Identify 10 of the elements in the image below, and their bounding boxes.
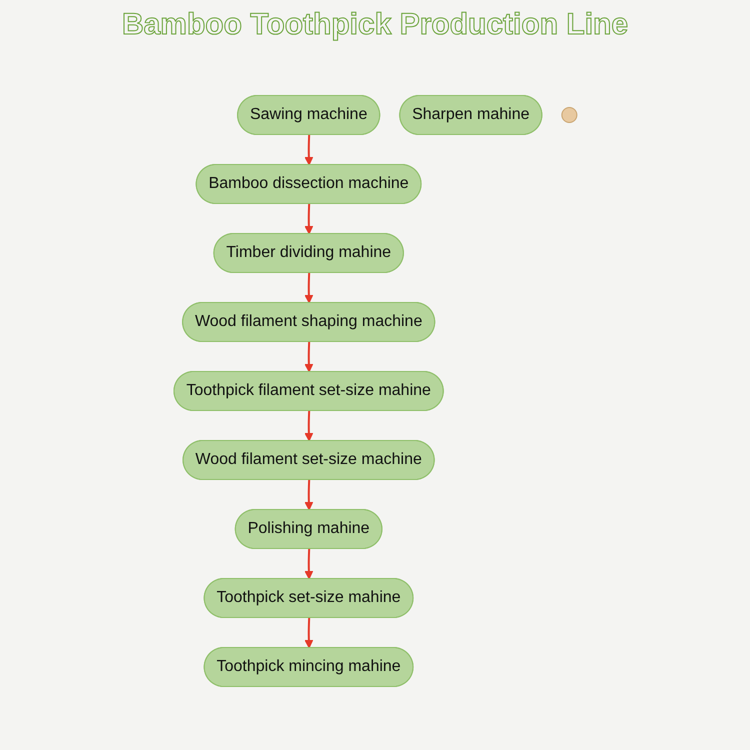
arrow <box>304 480 313 510</box>
arrow <box>304 204 313 234</box>
arrow <box>304 618 313 648</box>
arrow <box>304 134 313 166</box>
arrow <box>304 548 313 580</box>
arrow <box>304 410 313 442</box>
arrow <box>304 272 313 304</box>
node-circle <box>560 107 577 123</box>
title: Bamboo Toothpick Production Line <box>120 8 630 42</box>
arrow <box>304 342 313 372</box>
